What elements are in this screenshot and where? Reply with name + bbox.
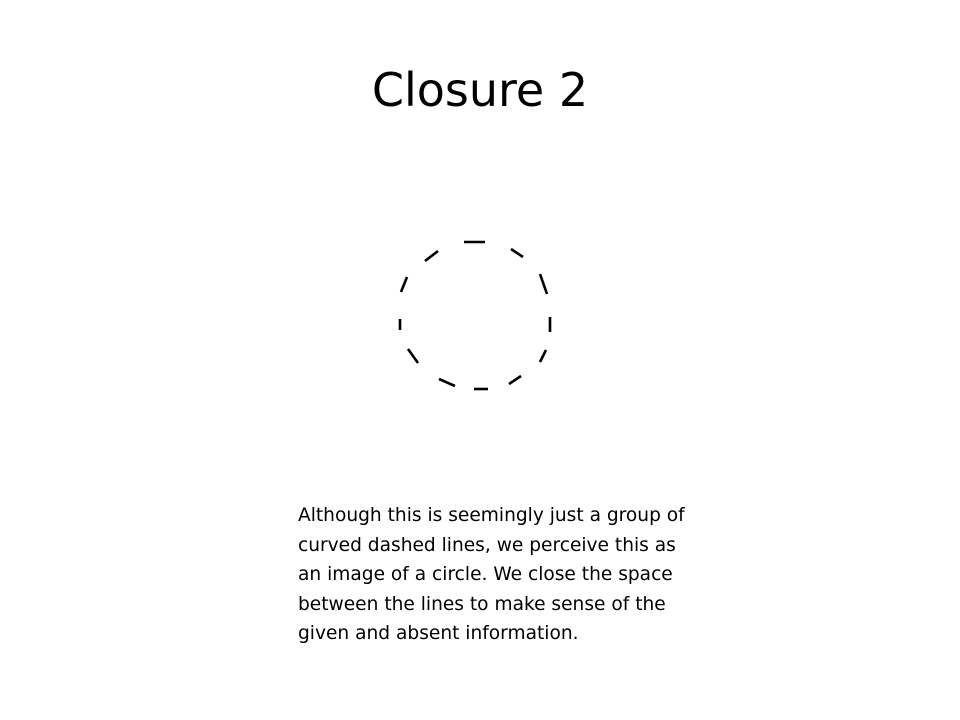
caption-text: Although this is seemingly just a group … (298, 505, 685, 645)
dash-left-upper (399, 276, 409, 293)
dash-left-lower (406, 348, 420, 364)
dashed-circle-illustration (398, 240, 552, 391)
dash-bottom-left (438, 377, 456, 388)
dashed-circle-strokes (398, 240, 552, 391)
dash-bottom-right (508, 374, 522, 386)
dash-right-upper (538, 273, 549, 295)
dash-top-left (424, 249, 439, 263)
slide-title: Closure 2 (371, 63, 589, 117)
dash-top-right (510, 247, 524, 259)
dash-right-lower (538, 349, 548, 363)
dashed-circle-figure (384, 224, 574, 414)
